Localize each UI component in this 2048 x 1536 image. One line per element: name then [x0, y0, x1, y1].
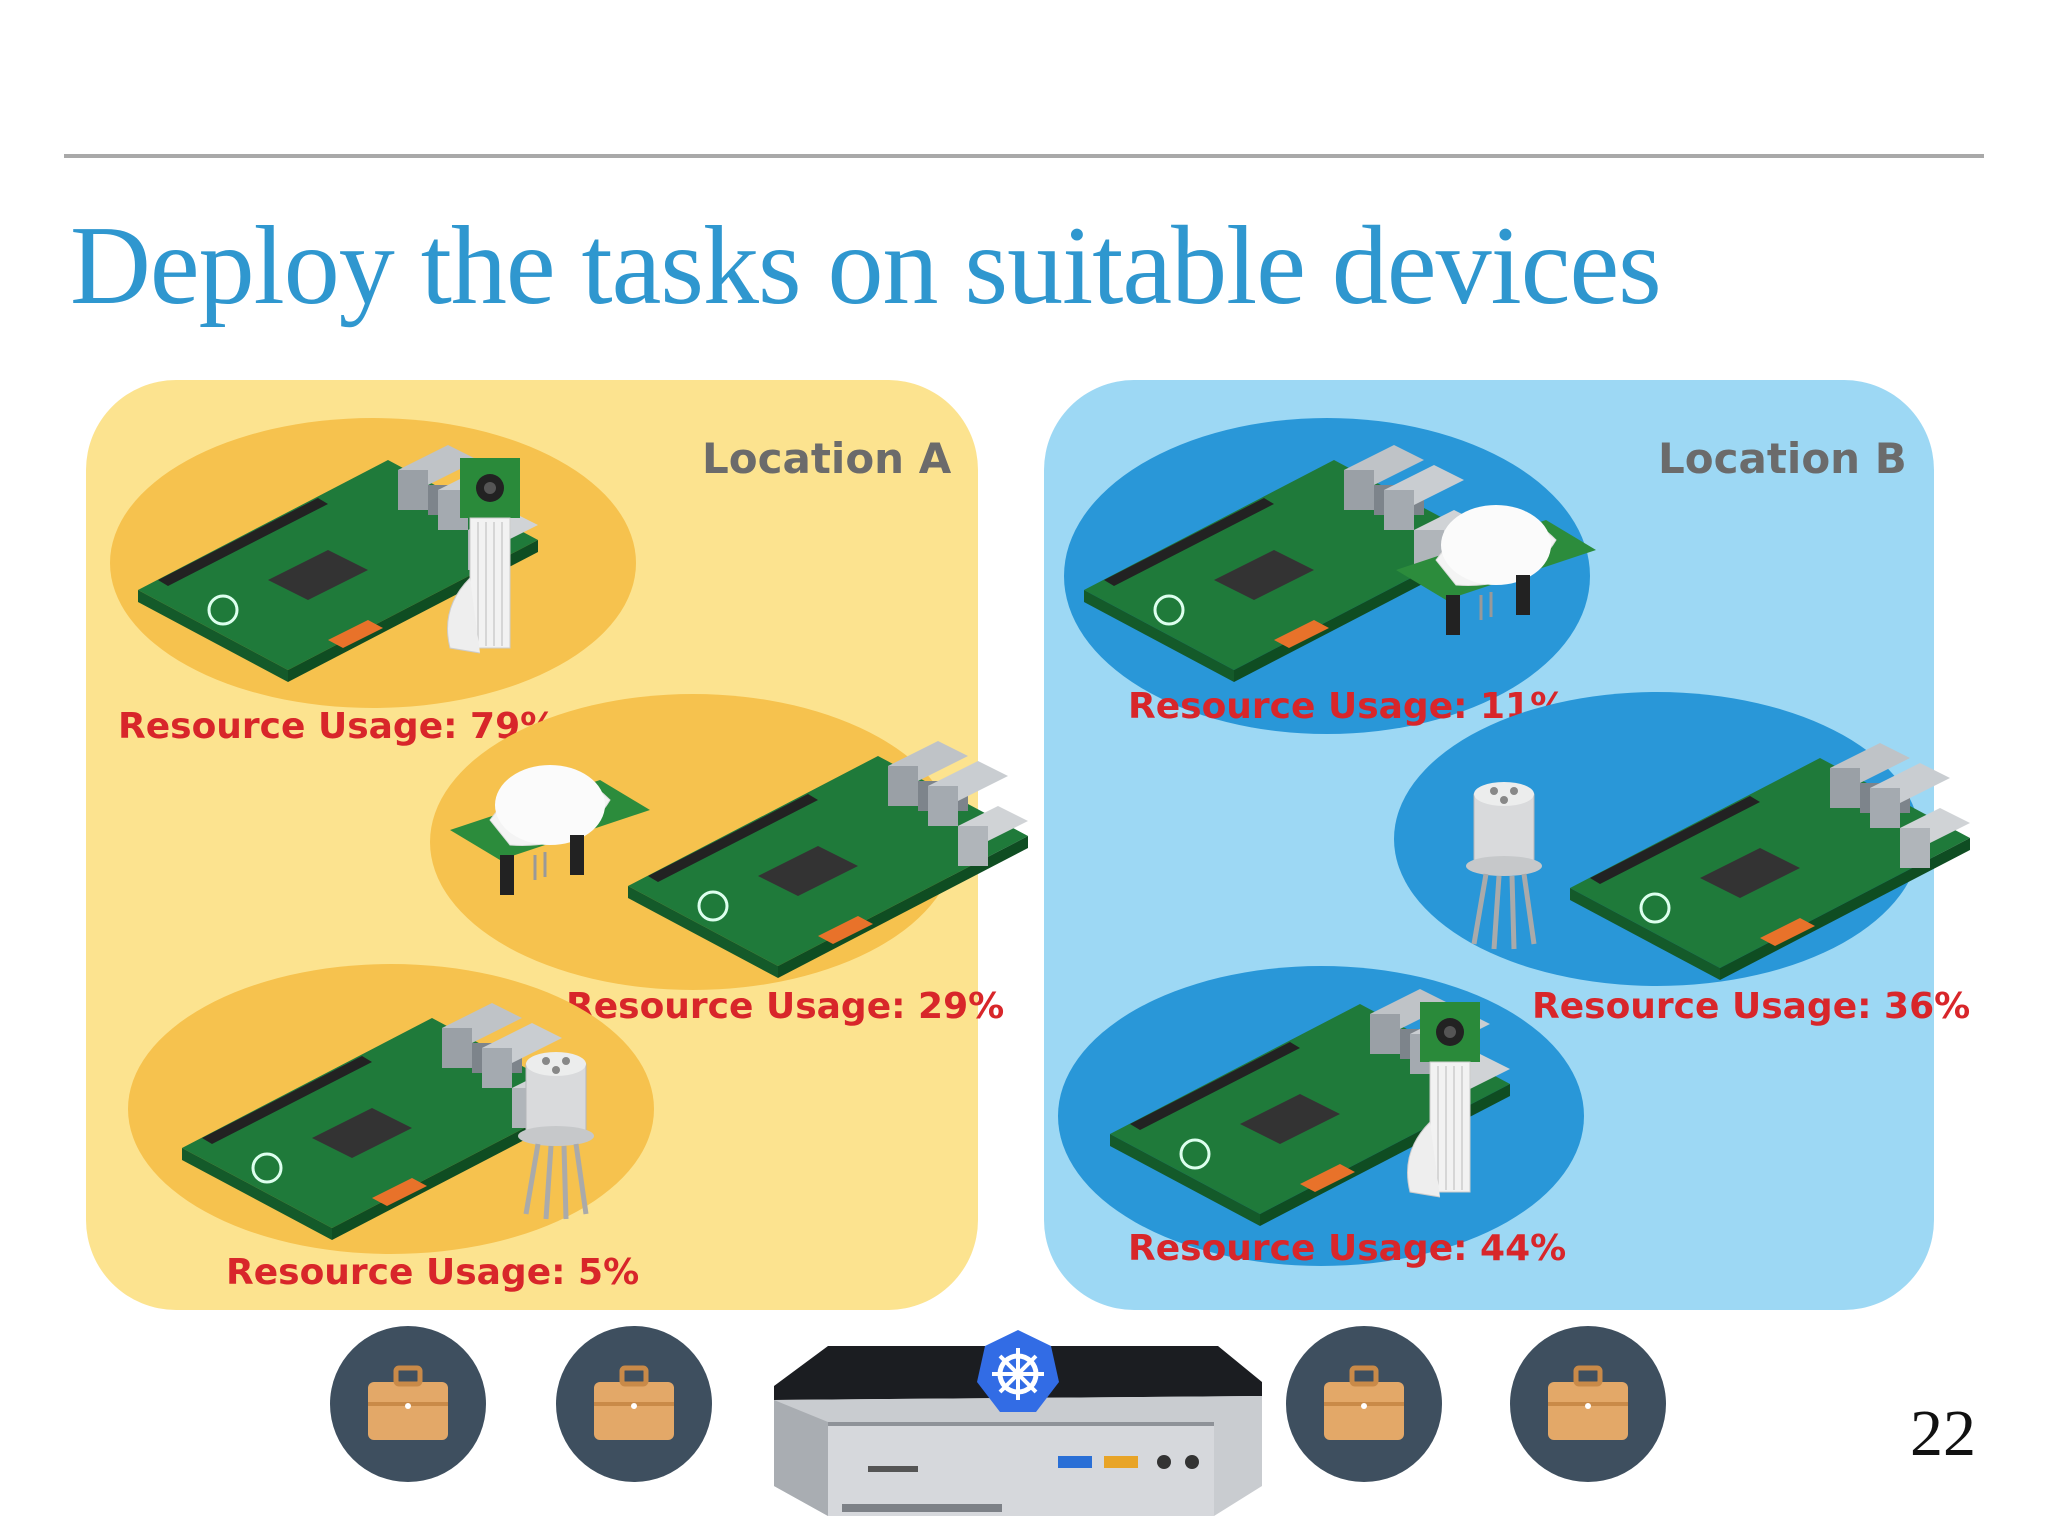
- raspberry-pi-icon: [1568, 741, 1972, 982]
- briefcase-icon: [1324, 1364, 1404, 1444]
- usage-label-a3: Resource Usage: 5%: [226, 1252, 640, 1293]
- slide-number: 22: [1910, 1397, 1976, 1470]
- briefcase-icon: [594, 1364, 674, 1444]
- briefcase-icon: [368, 1364, 448, 1444]
- usage-label-b1: Resource Usage: 11%: [1128, 686, 1567, 727]
- task-circle[interactable]: [330, 1326, 486, 1482]
- slide-title: Deploy the tasks on suitable devices: [70, 204, 1662, 328]
- camera-module-icon: [1407, 1002, 1481, 1198]
- pir-motion-sensor-icon: [1396, 503, 1596, 637]
- briefcase-icon: [1548, 1364, 1628, 1444]
- edge-server-icon: [774, 1330, 1262, 1516]
- camera-module-icon: [447, 458, 521, 654]
- task-circle[interactable]: [1510, 1326, 1666, 1482]
- usage-label-a2: Resource Usage: 29%: [566, 986, 1005, 1027]
- usage-label-b2: Resource Usage: 36%: [1532, 986, 1971, 1027]
- usage-label-b3: Resource Usage: 44%: [1128, 1228, 1567, 1269]
- raspberry-pi-icon: [626, 739, 1030, 980]
- gas-sensor-icon: [1454, 774, 1554, 954]
- title-rule: [64, 154, 1984, 158]
- location-b-label: Location B: [1658, 434, 1907, 483]
- location-a-label: Location A: [702, 434, 952, 483]
- task-circle[interactable]: [1286, 1326, 1442, 1482]
- gas-sensor-icon: [506, 1044, 606, 1224]
- task-circle[interactable]: [556, 1326, 712, 1482]
- usage-label-a1: Resource Usage: 79%: [118, 706, 557, 747]
